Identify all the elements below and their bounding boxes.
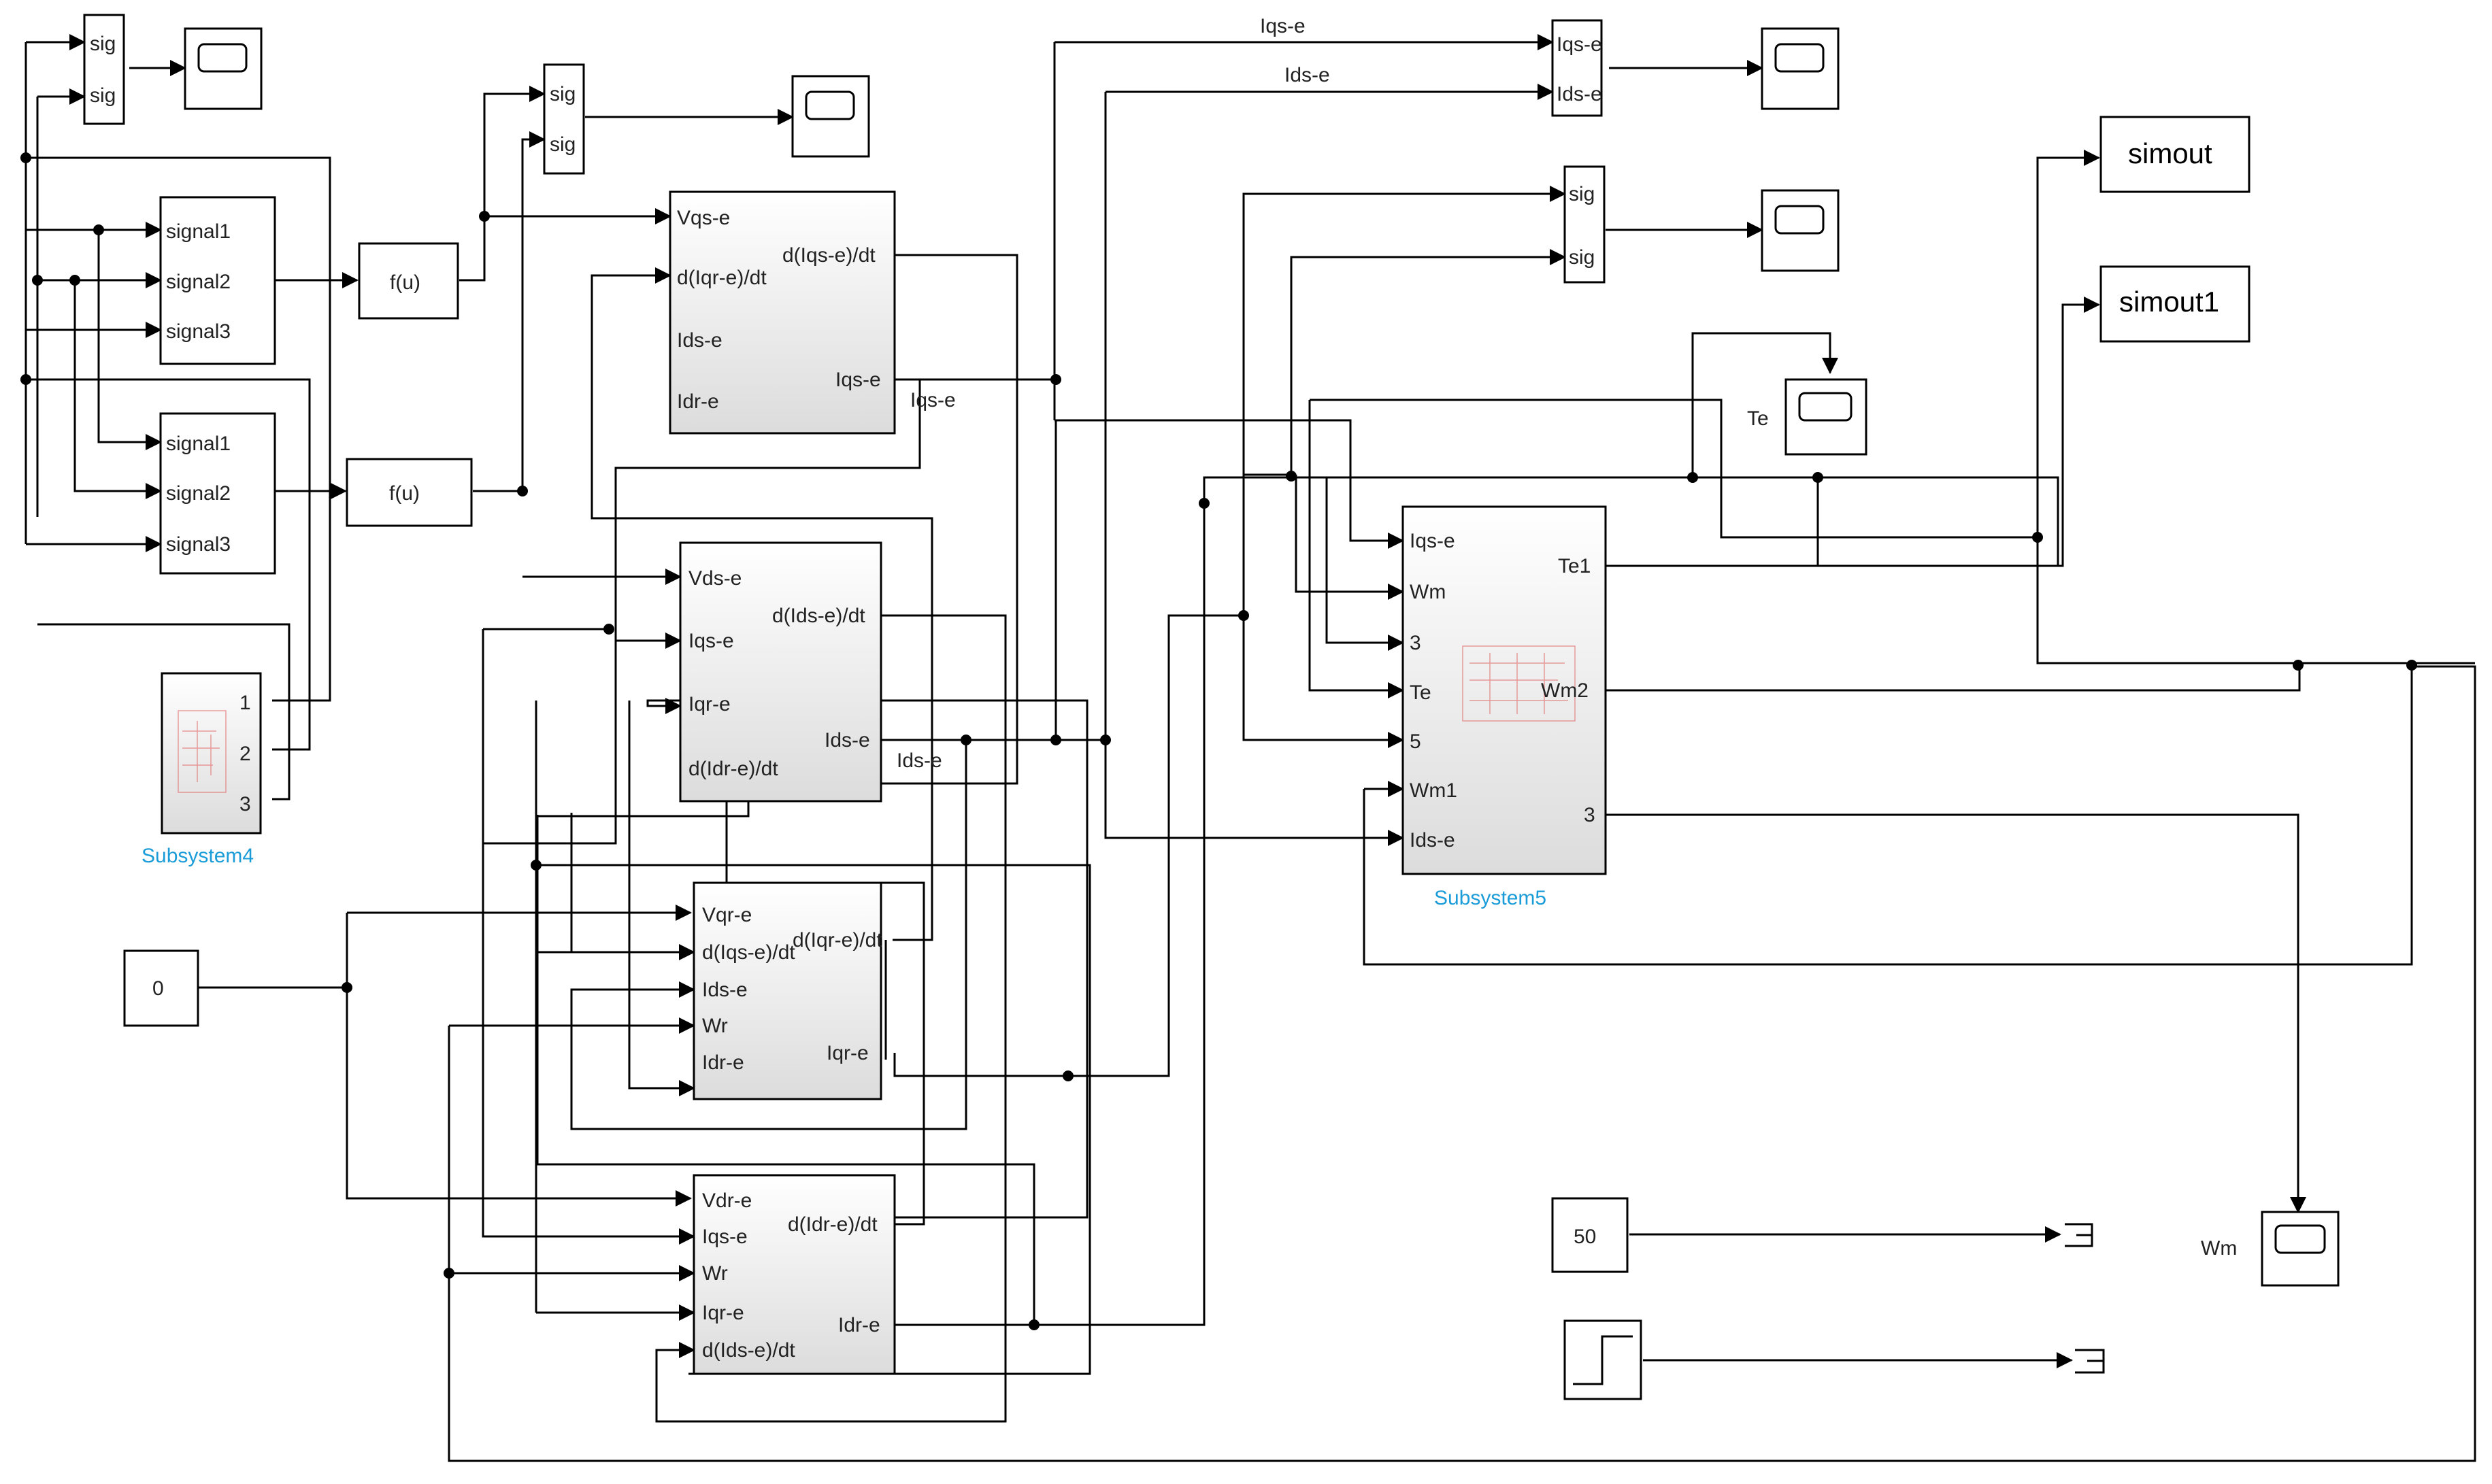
port-label: Idr-e bbox=[702, 1051, 744, 1074]
iqr-equation-block[interactable]: Vqr-e d(Iqs-e)/dt Ids-e Wr Idr-e d(Iqr-e… bbox=[693, 881, 882, 1100]
port-label: d(Ids-e)/dt bbox=[772, 605, 865, 627]
workspace-var: simout1 bbox=[2119, 286, 2219, 318]
mux-port: sig bbox=[550, 83, 576, 105]
scope-icon[interactable] bbox=[1761, 189, 1840, 272]
port-label: d(Iqs-e)/dt bbox=[702, 941, 795, 964]
to-workspace-simout[interactable]: simout bbox=[2099, 116, 2250, 193]
signal-lines bbox=[24, 34, 2476, 1462]
mux-block-d[interactable]: sig sig bbox=[1563, 165, 1606, 284]
port-label: signal3 bbox=[166, 533, 231, 556]
port-label: Te1 bbox=[1558, 555, 1591, 577]
port-label: 3 bbox=[1584, 804, 1595, 826]
mux-port: sig bbox=[550, 133, 576, 156]
fcn-block-1[interactable]: f(u) bbox=[358, 242, 459, 320]
port-label: signal1 bbox=[166, 433, 231, 455]
constant-0-block[interactable]: 0 bbox=[123, 949, 199, 1027]
port-label: Iqr-e bbox=[702, 1302, 744, 1324]
subsystem-preview-icon bbox=[1462, 645, 1576, 722]
port-label: Vqr-e bbox=[702, 904, 752, 926]
signal-label: Iqs-e bbox=[1260, 15, 1306, 37]
port-label: 2 bbox=[239, 743, 251, 765]
port-label: Iqr-e bbox=[827, 1042, 869, 1064]
signal-builder-1[interactable]: signal1 signal2 signal3 bbox=[159, 196, 276, 365]
port-label: signal2 bbox=[166, 271, 231, 293]
scope-label: Wm bbox=[2201, 1237, 2237, 1260]
mux-port: sig bbox=[90, 84, 116, 107]
port-label: Vdr-e bbox=[702, 1190, 752, 1212]
port-label: Te bbox=[1410, 681, 1431, 704]
fcn-block-2[interactable]: f(u) bbox=[346, 458, 473, 527]
terminator-icon[interactable] bbox=[2075, 1349, 2105, 1374]
port-label: Ids-e bbox=[1410, 829, 1455, 851]
port-label: Iqs-e bbox=[1410, 530, 1455, 552]
scope-icon[interactable] bbox=[184, 27, 263, 110]
subsystem-name: Subsystem4 bbox=[142, 845, 254, 867]
mux-port: Ids-e bbox=[1557, 83, 1602, 105]
port-label: Iqs-e bbox=[835, 369, 881, 391]
mux-port: sig bbox=[90, 33, 116, 55]
signal-builder-2[interactable]: signal1 signal2 signal3 bbox=[159, 412, 276, 575]
port-label: Vqs-e bbox=[677, 207, 730, 229]
mux-port: sig bbox=[1569, 246, 1595, 269]
fcn-label: f(u) bbox=[389, 482, 420, 505]
subsystem-preview-icon bbox=[178, 710, 227, 793]
port-label: signal3 bbox=[166, 320, 231, 343]
port-label: Wm1 bbox=[1410, 779, 1457, 802]
scope-icon[interactable] bbox=[791, 75, 870, 158]
port-label: signal1 bbox=[166, 220, 231, 243]
port-label: d(Idr-e)/dt bbox=[688, 758, 778, 780]
subsystem4-block[interactable]: 1 2 3 Subsystem4 bbox=[142, 672, 262, 867]
fcn-label: f(u) bbox=[390, 271, 420, 294]
idr-equation-block[interactable]: Vdr-e Iqs-e Wr Iqr-e d(Ids-e)/dt d(Idr-e… bbox=[693, 1174, 896, 1375]
mux-port: sig bbox=[1569, 183, 1595, 205]
mux-block-a[interactable]: sig sig bbox=[83, 14, 125, 125]
mux-block-b[interactable]: sig sig bbox=[543, 63, 585, 175]
signal-label: Ids-e bbox=[897, 749, 942, 772]
port-label: Wr bbox=[702, 1262, 728, 1285]
port-label: Iqr-e bbox=[688, 693, 731, 715]
port-label: 5 bbox=[1410, 730, 1421, 753]
terminator-icon[interactable] bbox=[2065, 1223, 2093, 1247]
port-label: Iqs-e bbox=[702, 1226, 748, 1248]
port-label: Wr bbox=[702, 1015, 728, 1037]
port-label: Ids-e bbox=[702, 979, 748, 1001]
workspace-var: simout bbox=[2128, 137, 2212, 169]
scope-label: Te bbox=[1747, 407, 1769, 430]
port-label: Ids-e bbox=[677, 329, 722, 352]
iqs-equation-block[interactable]: Vqs-e d(Iqr-e)/dt Ids-e Idr-e d(Iqs-e)/d… bbox=[669, 190, 896, 435]
scope-te[interactable]: Te bbox=[1747, 378, 1867, 456]
mux-port: Iqs-e bbox=[1557, 33, 1602, 56]
scope-icon[interactable] bbox=[1761, 27, 1840, 110]
step-icon[interactable] bbox=[1563, 1319, 1642, 1400]
port-label: Idr-e bbox=[677, 390, 719, 413]
port-label: 3 bbox=[1410, 632, 1421, 654]
port-label: Wm2 bbox=[1541, 679, 1589, 702]
constant-value: 50 bbox=[1574, 1226, 1596, 1248]
mux-block-c[interactable]: Iqs-e Ids-e bbox=[1551, 19, 1603, 117]
port-label: signal2 bbox=[166, 482, 231, 505]
signal-label: Ids-e bbox=[1284, 64, 1330, 86]
port-label: 3 bbox=[239, 793, 251, 815]
port-label: Ids-e bbox=[825, 729, 870, 752]
port-label: d(Iqr-e)/dt bbox=[677, 267, 767, 289]
junction-dots bbox=[20, 152, 2417, 1330]
to-workspace-simout1[interactable]: simout1 bbox=[2099, 265, 2250, 343]
port-label: Iqs-e bbox=[688, 630, 734, 652]
port-label: d(Iqs-e)/dt bbox=[782, 244, 876, 267]
port-label: Idr-e bbox=[838, 1314, 880, 1336]
constant-value: 0 bbox=[152, 977, 164, 1000]
signal-label: Iqs-e bbox=[910, 389, 956, 411]
constant-50-block[interactable]: 50 bbox=[1551, 1197, 1629, 1273]
subsystem-name: Subsystem5 bbox=[1434, 887, 1546, 909]
subsystem5-block[interactable]: Iqs-e Wm 3 Te 5 Wm1 Ids-e Te1 Wm2 3 Subs… bbox=[1401, 505, 1607, 909]
port-label: d(Idr-e)/dt bbox=[788, 1213, 878, 1236]
ids-equation-block[interactable]: Vds-e Iqs-e Iqr-e d(Idr-e)/dt d(Ids-e)/d… bbox=[679, 541, 882, 803]
port-label: d(Ids-e)/dt bbox=[702, 1339, 795, 1362]
port-label: Wm bbox=[1410, 581, 1446, 603]
scope-wm[interactable]: Wm bbox=[2201, 1211, 2340, 1287]
port-label: 1 bbox=[239, 692, 251, 714]
port-label: Vds-e bbox=[688, 567, 742, 590]
port-label: d(Iqr-e)/dt bbox=[793, 929, 882, 951]
